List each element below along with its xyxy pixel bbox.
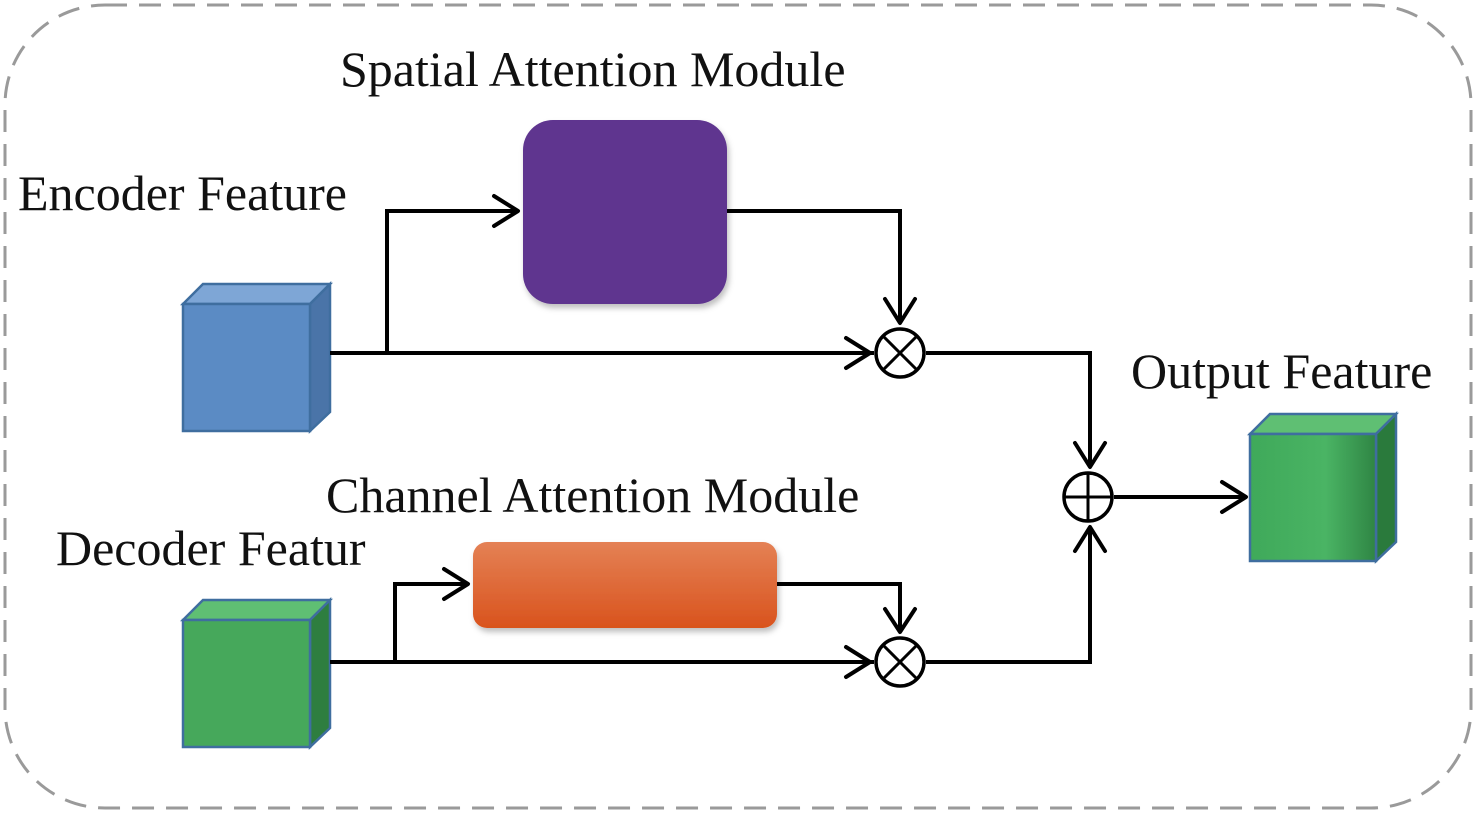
decoder-to-channel-arrow — [393, 582, 468, 662]
encoder-arrow-head — [844, 336, 872, 370]
decoder-feature-cube — [179, 596, 334, 750]
channel-attention-block — [473, 542, 777, 628]
encoder-to-spatial-arrow — [385, 209, 518, 353]
spatial-output-arrow-head — [883, 297, 917, 325]
top-multiply-to-add-arrow — [926, 351, 1092, 467]
spatial-input-arrow-head — [492, 194, 520, 228]
channel-attention-title: Channel Attention Module — [326, 467, 859, 523]
multiply-operator-bottom — [874, 636, 926, 688]
channel-to-multiply-arrow — [777, 582, 902, 632]
multiply-operator-top — [874, 327, 926, 379]
spatial-attention-title: Spatial Attention Module — [340, 41, 846, 97]
channel-output-arrow-head — [883, 607, 917, 634]
channel-input-arrow-head — [442, 567, 470, 601]
encoder-feature-label: Encoder Feature — [18, 165, 347, 221]
output-feature-label: Output Feature — [1131, 343, 1432, 399]
bottom-multiply-to-add-arrow — [926, 527, 1092, 664]
bottom-add-arrow-head — [1073, 525, 1107, 553]
output-arrow-head — [1220, 480, 1248, 514]
encoder-feature-cube — [179, 280, 334, 434]
add-operator — [1062, 471, 1114, 523]
spatial-to-multiply-arrow — [727, 209, 902, 323]
output-feature-cube — [1246, 410, 1400, 564]
top-add-arrow-head — [1073, 441, 1107, 469]
decoder-arrow-head — [844, 645, 872, 679]
outer-border — [3, 3, 1473, 810]
decoder-feature-label: Decoder Featur — [56, 520, 366, 576]
spatial-attention-block — [523, 120, 727, 304]
